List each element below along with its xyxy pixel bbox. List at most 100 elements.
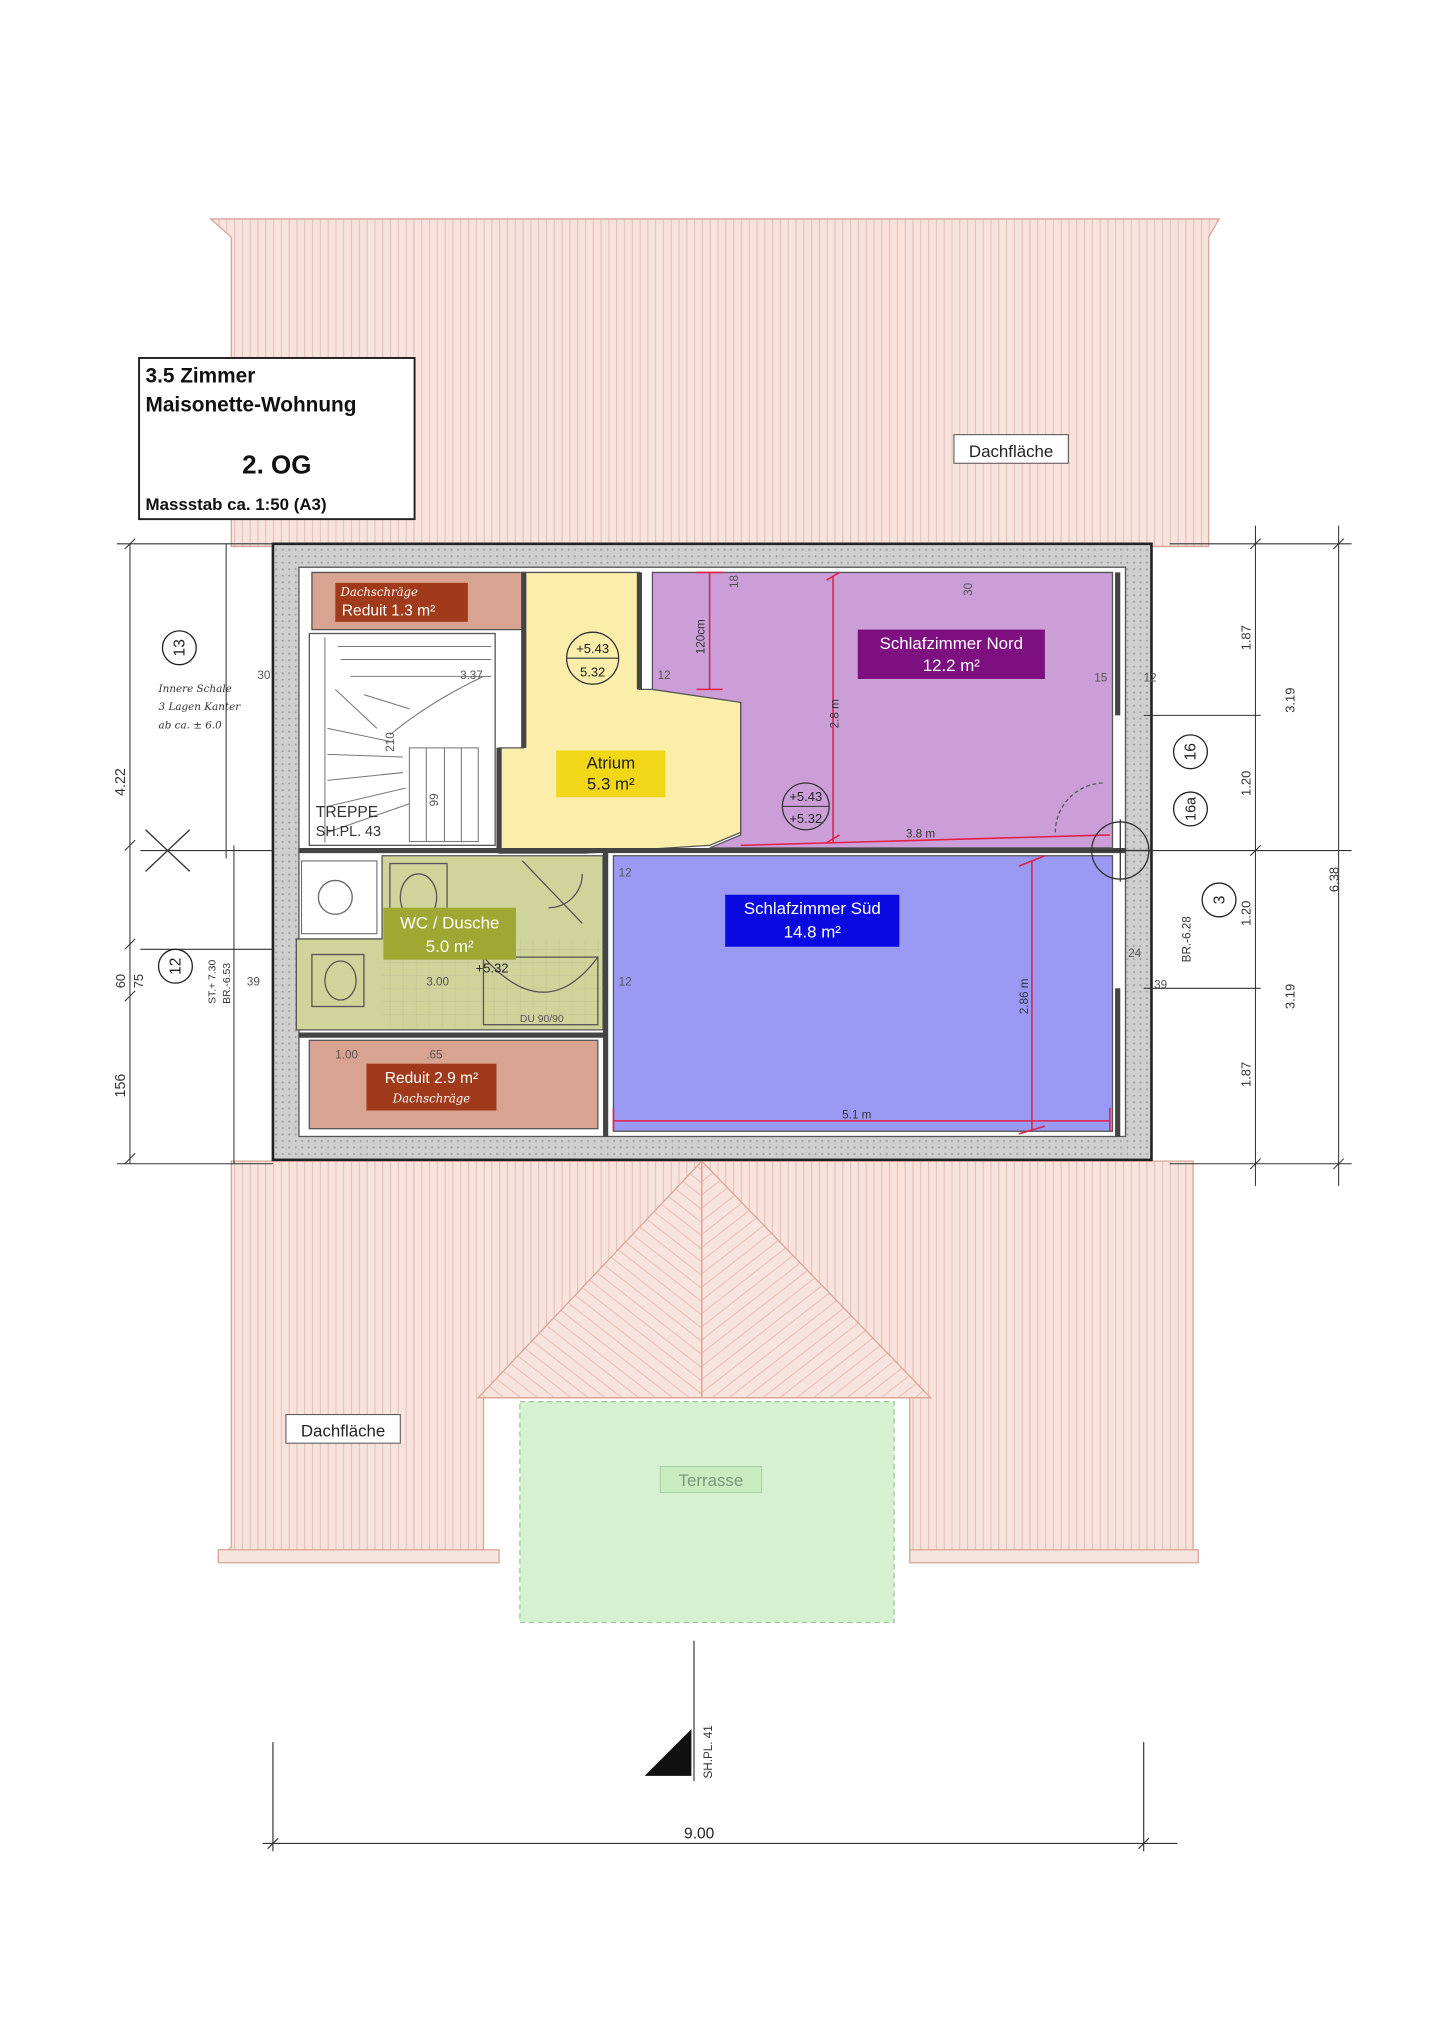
dim-right-6-38: 6.38 <box>1327 867 1342 892</box>
dim-120cm: 120cm <box>694 619 707 654</box>
label-atrium: Atrium 5.3 m² <box>556 750 666 798</box>
wc-area: 5.0 m² <box>426 937 474 956</box>
dim-right-1-20-b: 1.20 <box>1238 901 1253 926</box>
nord-name: Schlafzimmer Nord <box>880 634 1023 653</box>
level-532-c: +5.32 <box>476 961 509 976</box>
sud-name: Schlafzimmer Süd <box>744 899 881 918</box>
axis-3: 3 <box>1201 882 1237 918</box>
st-label: ST.+ 7.30 <box>208 960 219 1004</box>
title-floor: 2. OG <box>242 450 311 480</box>
axis-16a-label: 16a <box>1184 797 1200 821</box>
dim-left-60: 60 <box>113 974 128 988</box>
dim-left-156: 156 <box>113 1074 129 1098</box>
stair-label: TREPPE <box>316 804 378 821</box>
axis-3-label: 3 <box>1211 896 1228 905</box>
level-marker-nord: +5.43 +5.32 <box>781 782 830 831</box>
level-543-b: +5.43 <box>789 789 822 804</box>
roof-top <box>208 218 1221 548</box>
dim-left-75: 75 <box>131 974 146 988</box>
level-543-a: +5.43 <box>576 641 609 656</box>
section-ref: SH.PL. 41 <box>702 1725 715 1778</box>
label-nord: Schlafzimmer Nord 12.2 m² <box>857 629 1045 679</box>
dim-2-86m: 2.86 m <box>1018 979 1031 1015</box>
roof-bottom <box>216 1159 1199 1564</box>
dim-3-37: 3.37 <box>460 669 483 682</box>
handnote-line1: Innere Schale <box>158 683 232 695</box>
right-dimension-chain <box>1143 525 1352 1186</box>
dim-18: 18 <box>728 575 741 588</box>
left-dimension-chain <box>116 538 273 1165</box>
dim-total-9-00: 9.00 <box>684 1825 715 1842</box>
dim-15: 15 <box>1094 672 1108 685</box>
dim-1-00: 1.00 <box>335 1048 358 1061</box>
roof-top-label-box <box>953 434 1069 464</box>
dim-30-b: 30 <box>962 582 975 596</box>
reduit-top-name: Reduit 1.3 m² <box>342 602 436 619</box>
axis-12: 12 <box>157 948 193 984</box>
label-wc: WC / Dusche 5.0 m² <box>383 907 516 960</box>
red-dimension-lines <box>612 571 1111 1135</box>
axis-13-label: 13 <box>172 639 189 656</box>
roof-top-label: Dachfläche <box>969 442 1053 461</box>
level-532-b: +5.32 <box>789 811 822 826</box>
reduit-bottom-name: Reduit 2.9 m² <box>385 1070 479 1087</box>
nord-area: 12.2 m² <box>923 656 981 675</box>
level-marker-atrium: +5.43 5.32 <box>565 631 620 685</box>
wc-name: WC / Dusche <box>400 914 499 933</box>
label-sud: Schlafzimmer Süd 14.8 m² <box>725 894 900 947</box>
reduit-bottom-note: Dachschräge <box>392 1092 471 1106</box>
dim-12-d: 12 <box>1144 672 1157 685</box>
reduit-top-note: Dachschräge <box>340 585 419 599</box>
sud-area: 14.8 m² <box>784 923 842 942</box>
dim-right-1-20-a: 1.20 <box>1238 771 1253 796</box>
axis-12-label: 12 <box>168 958 185 975</box>
br-label-right: BR.-6.28 <box>1180 916 1193 962</box>
title-scale: Massstab ca. 1:50 (A3) <box>146 495 327 514</box>
bottom-dimension <box>262 1640 1178 1852</box>
section-cross-left <box>145 829 191 872</box>
stair-ref: SH.PL. 43 <box>316 824 381 840</box>
dim-210: 210 <box>384 732 397 752</box>
column-marker <box>1089 819 1152 882</box>
title-line2: Maisonette-Wohnung <box>146 393 357 416</box>
dim-2-8m: 2.8 m <box>828 699 841 728</box>
dim-3-8m: 3.8 m <box>906 828 935 841</box>
dim-99: 99 <box>428 793 441 806</box>
roof-bottom-label: Dachfläche <box>301 1422 385 1441</box>
dim-065: .65 <box>426 1048 443 1061</box>
dim-12-c: 12 <box>619 976 632 989</box>
title-line1: 3.5 Zimmer <box>146 365 256 388</box>
interior-dims: 3.37 210 99 3.00 1.00 .65 DU 90/90 30 39… <box>247 575 1167 1061</box>
dim-5-1m: 5.1 m <box>842 1108 871 1121</box>
atrium-name: Atrium <box>586 754 635 773</box>
sink-icon <box>317 879 353 915</box>
interior-walls <box>298 572 1126 1137</box>
label-reduit-top: Dachschräge Reduit 1.3 m² <box>335 582 468 622</box>
dim-12-b: 12 <box>619 867 632 880</box>
roof-bottom-label-box <box>285 1414 401 1444</box>
section-marker-a: A SH.PL. 41 <box>644 1725 715 1778</box>
handnote-line3: ab ca. ± 6.0 <box>159 719 223 731</box>
dim-24: 24 <box>1128 947 1142 960</box>
dim-39-b: 39 <box>1154 978 1167 991</box>
handwritten-note: Innere Schale 3 Lagen Kanter ab ca. ± 6.… <box>158 683 242 731</box>
br-label-left: BR.-6.53 <box>222 963 233 1004</box>
dim-right-1-87-a: 1.87 <box>1238 625 1253 650</box>
terrace-label: Terrasse <box>679 1471 744 1490</box>
stair: TREPPE SH.PL. 43 <box>308 632 496 846</box>
atrium-area: 5.3 m² <box>587 774 635 793</box>
sink-area <box>300 860 378 935</box>
axis-16-label: 16 <box>1183 743 1200 760</box>
terrace-label-box <box>659 1466 763 1494</box>
dim-right-1-87-b: 1.87 <box>1238 1062 1253 1087</box>
dim-39: 39 <box>247 976 260 989</box>
label-reduit-bottom: Reduit 2.9 m² Dachschräge <box>366 1063 497 1111</box>
handnote-line2: 3 Lagen Kanter <box>159 701 242 713</box>
axis-13: 13 <box>161 630 197 666</box>
level-532-a: 5.32 <box>580 664 605 679</box>
dim-30-a: 30 <box>257 669 271 682</box>
dim-right-3-19-b: 3.19 <box>1282 984 1297 1009</box>
dim-right-3-19-a: 3.19 <box>1282 688 1297 713</box>
